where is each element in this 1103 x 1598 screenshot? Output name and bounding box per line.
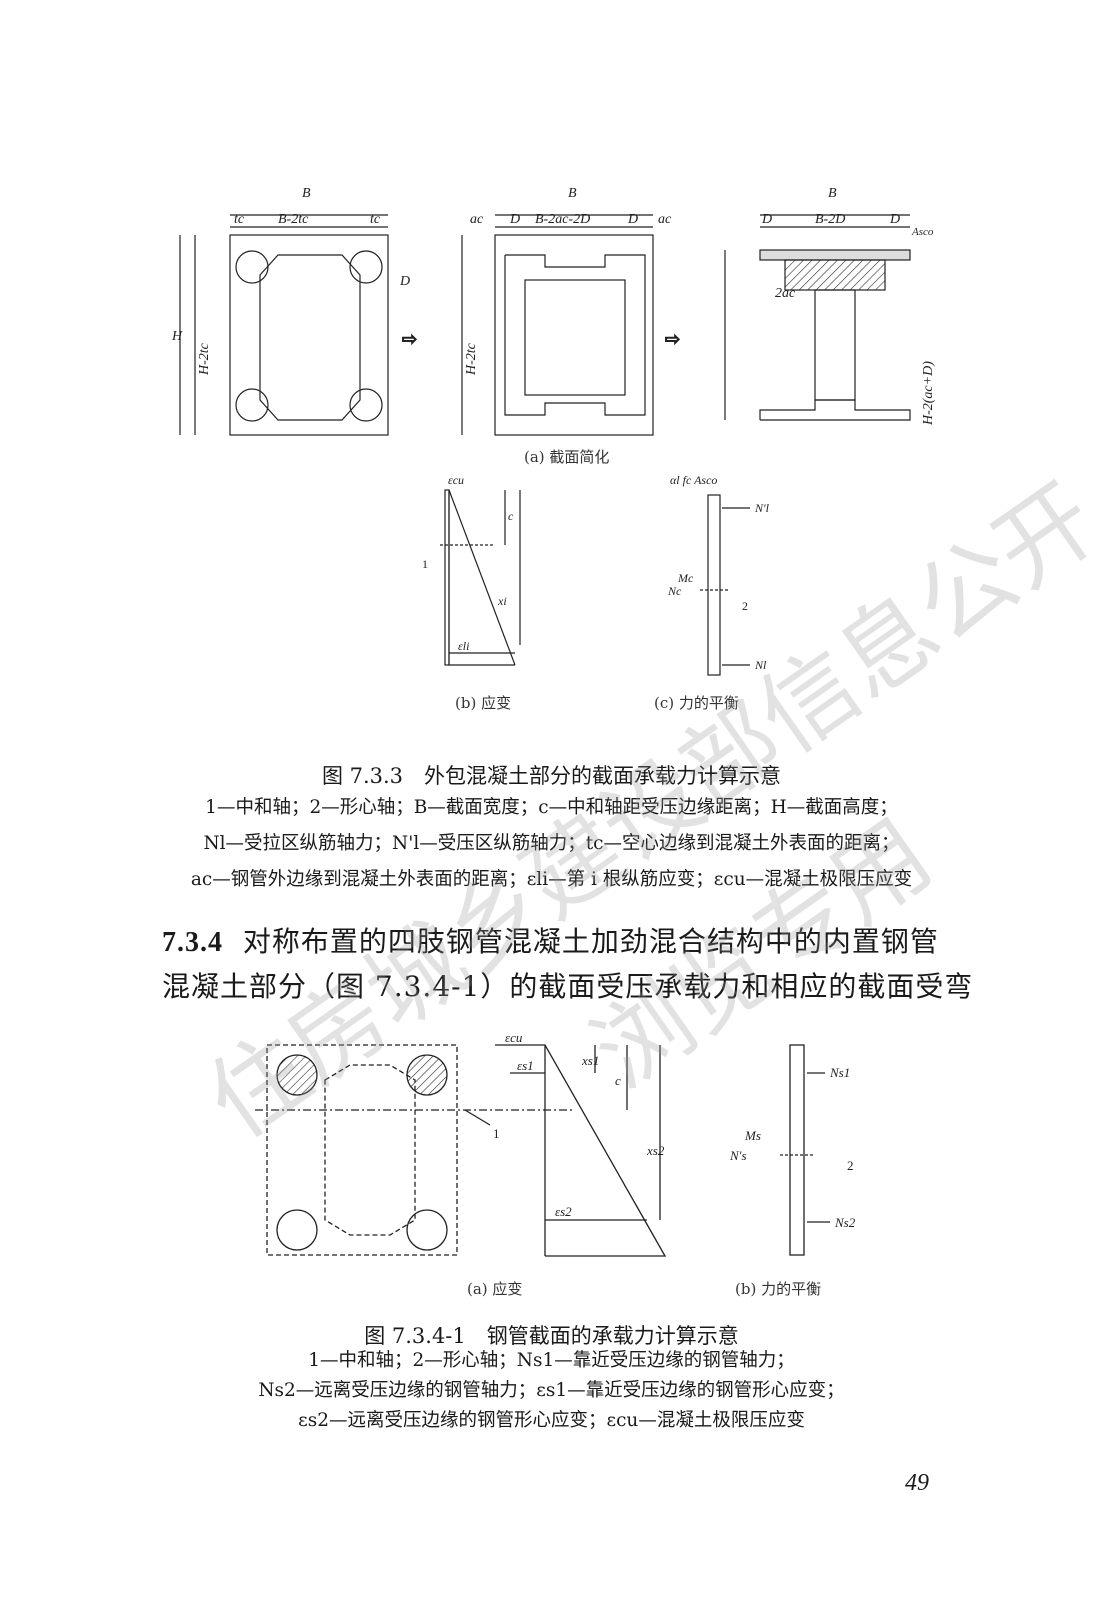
label: B-2D (815, 212, 845, 227)
label-Ns1: Ns1 (829, 1065, 850, 1080)
caption-a-strain: (a) 应变 (467, 1280, 523, 1298)
label: D (509, 212, 520, 227)
label: ac (470, 212, 484, 227)
svg-text:⇨: ⇨ (665, 329, 680, 349)
label-1: 1 (422, 557, 428, 571)
label-xs2: xs2 (646, 1143, 665, 1158)
label: H-2tc (464, 342, 479, 376)
caption-c-force-equilibrium: (c) 力的平衡 (654, 694, 739, 712)
label-2: 2 (847, 1158, 854, 1173)
label: ac (658, 212, 672, 227)
label-alpha-fc: αl fc Asco (670, 473, 717, 487)
figure-7-3-3-title: 图 7.3.3 外包混凝土部分的截面承载力计算示意 (321, 764, 782, 788)
label-c: c (615, 1073, 621, 1088)
figure-7-3-3-note-3: ac—钢管外边缘到混凝土外表面的距离；εli—第 i 根纵筋应变；εcu—混凝土… (190, 869, 913, 890)
figure-7-3-4-1-note-1: 1—中和轴；2—形心轴；Ns1—靠近受压边缘的钢管轴力； (308, 1350, 795, 1371)
figure-7-3-3-bc: εcu c 1 xi εli αl fc Asco N'l Mc Nc 2 Nl (422, 473, 770, 676)
section-text-line1: 对称布置的四肢钢管混凝土加劲混合结构中的内置钢管 (242, 925, 939, 958)
label: tc (370, 212, 381, 227)
label-Nc: Nc (667, 584, 682, 598)
section-outline-1 (229, 234, 389, 436)
label: H (171, 329, 183, 344)
label: 2ac (775, 286, 796, 301)
label-Nl: Nl (754, 658, 767, 672)
label: B (568, 186, 577, 201)
label: D (761, 212, 772, 227)
label-Ms: Ms (744, 1128, 761, 1143)
section-text-line2: 混凝土部分（图 7.3.4-1）的截面受压承载力和相应的截面受弯 (162, 970, 974, 1003)
label-c: c (508, 509, 514, 523)
figure-7-3-3-a-section-simplification: ⇨ ⇨ B B-2tc tc tc H H-2tc D B D B-2ac-2D… (171, 186, 936, 436)
label: B (828, 186, 837, 201)
label-ecu: εcu (448, 473, 464, 487)
figure-7-3-3-note-2: Nl—受拉区纵筋轴力；N'l—受压区纵筋轴力；tc—空心边缘到混凝土外表面的距离… (203, 833, 900, 854)
label: B-2tc (278, 212, 309, 227)
figure-7-3-3-note-1: 1—中和轴；2—形心轴；B—截面宽度；c—中和轴距受压边缘距离；H—截面高度； (205, 797, 898, 818)
label-B: B (302, 186, 311, 201)
label-xi: xi (497, 594, 507, 608)
svg-text:⇨: ⇨ (402, 329, 417, 349)
caption-a-section-simplification: (a) 截面简化 (524, 448, 610, 466)
label-xs1: xs1 (581, 1053, 599, 1068)
label-2: 2 (742, 599, 748, 613)
section-outline-2 (494, 234, 654, 436)
label: Asco (911, 226, 934, 238)
label: B-2ac-2D (535, 212, 590, 227)
label-es2: εs2 (555, 1204, 572, 1219)
label-1: 1 (493, 1126, 500, 1141)
label-Ns2: Ns2 (834, 1215, 856, 1230)
caption-b-force-equilibrium: (b) 力的平衡 (735, 1280, 822, 1298)
label: D (399, 274, 410, 289)
label: H-2(ac+D) (921, 361, 936, 426)
label: tc (234, 212, 245, 227)
caption-b-strain: (b) 应变 (455, 694, 512, 712)
figure-7-3-4-1: εcu εs1 xs1 c 1 xs2 εs2 Ns1 Ms N's 2 Ns2 (255, 1030, 856, 1257)
figure-7-3-4-1-note-2: Ns2—远离受压边缘的钢管轴力；εs1—靠近受压边缘的钢管形心应变； (258, 1380, 845, 1401)
figure-7-3-4-1-note-3: εs2—远离受压边缘的钢管形心应变；εcu—混凝土极限压应变 (298, 1410, 805, 1431)
section-7-3-4-paragraph: 7.3.4 对称布置的四肢钢管混凝土加劲混合结构中的内置钢管 混凝土部分（图 7… (162, 920, 982, 1009)
label: D (627, 212, 638, 227)
label-Mc: Mc (677, 571, 694, 585)
label-N-prime-s: N's (729, 1148, 747, 1163)
label-es1: εs1 (517, 1058, 534, 1073)
label-ecu: εcu (505, 1030, 523, 1045)
figure-7-3-4-1-title: 图 7.3.4-1 钢管截面的承载力计算示意 (364, 1324, 739, 1348)
section-number: 7.3.4 (162, 927, 223, 958)
label: H-2tc (197, 342, 212, 376)
label: D (889, 212, 900, 227)
label-eli: εli (458, 639, 469, 653)
page-number: 49 (905, 1470, 929, 1496)
label-N-prime-l: N'l (754, 501, 770, 515)
